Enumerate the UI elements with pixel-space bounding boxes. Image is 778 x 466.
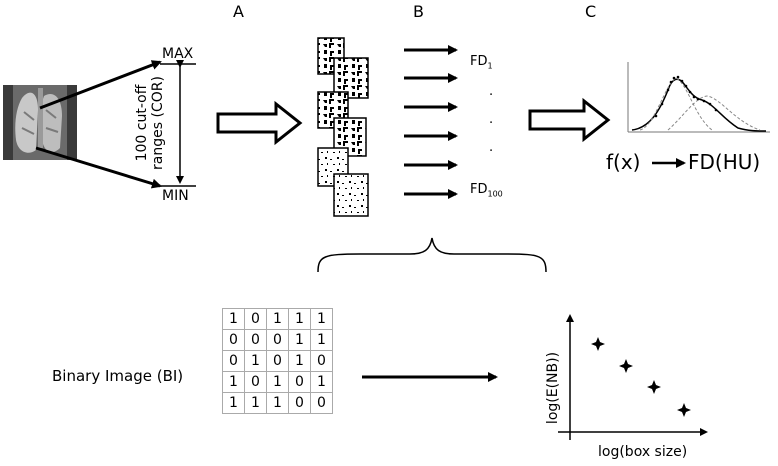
plot-points (591, 337, 691, 417)
matrix-cell: 0 (222, 329, 245, 351)
matrix-cell: 0 (310, 350, 333, 372)
matrix-cell: 0 (266, 329, 289, 351)
panel-label-c: C (585, 2, 597, 21)
panel-label-b: B (413, 2, 424, 21)
fd-last-base: FD (470, 182, 488, 197)
fd-dot-3: · (489, 144, 494, 159)
matrix-cell: 1 (244, 350, 267, 372)
fd-first-sub: 1 (487, 61, 493, 71)
binary-image-label: Binary Image (BI) (52, 367, 184, 385)
min-label: MIN (162, 188, 189, 204)
fd-dot-1: · (489, 88, 494, 103)
matrix-cell: 1 (244, 392, 267, 414)
matrix-cell: 1 (288, 308, 311, 330)
plot-point-star (647, 380, 661, 394)
matrix-cell: 1 (266, 392, 289, 414)
panel-label-a: A (233, 2, 244, 21)
matrix-cell: 0 (244, 329, 267, 351)
matrix-cell: 1 (310, 308, 333, 330)
matrix-cell: 1 (288, 350, 311, 372)
matrix-cell: 0 (288, 371, 311, 393)
plot-x-label: log(box size) (598, 444, 688, 460)
distribution-plot (627, 62, 770, 133)
matrix-cell: 0 (266, 350, 289, 372)
matrix-cell: 1 (266, 371, 289, 393)
binary-image-stack (317, 37, 369, 217)
matrix-cell: 1 (222, 392, 245, 414)
matrix-cell: 1 (266, 308, 289, 330)
matrix-cell: 0 (244, 308, 267, 330)
fd-dot-2: · (489, 116, 494, 131)
log-log-plot (558, 314, 708, 440)
function-right-label: FD(HU) (688, 150, 761, 174)
fd-first-label: FD1 (470, 54, 493, 71)
hollow-arrow-b-to-c (528, 97, 611, 143)
fd-first-base: FD (470, 54, 488, 69)
fd-last-sub: 100 (487, 189, 503, 199)
arrow-to-min (35, 146, 162, 189)
range-label-line2: ranges (COR) (150, 76, 166, 170)
range-label-line1: 100 cut-off (134, 84, 150, 162)
arrow-to-max (39, 60, 162, 110)
matrix-cell: 1 (310, 329, 333, 351)
matrix-cell: 1 (288, 329, 311, 351)
matrix-cell: 0 (222, 350, 245, 372)
function-left-label: f(x) (606, 150, 641, 174)
max-label: MAX (162, 46, 194, 62)
fd-arrows (404, 45, 458, 199)
curly-brace (317, 237, 547, 273)
plot-point-star (591, 337, 605, 351)
plot-point-star (677, 403, 691, 417)
fd-last-label: FD100 (470, 182, 503, 199)
hollow-arrow-a-to-b (216, 100, 303, 146)
plot-point-star (619, 359, 633, 373)
plot-y-label: log(E(NB)) (545, 351, 561, 425)
matrix-cell: 1 (222, 371, 245, 393)
matrix-cell: 1 (310, 371, 333, 393)
matrix-cell: 0 (310, 392, 333, 414)
matrix-cell: 0 (244, 371, 267, 393)
matrix-cell: 1 (222, 308, 245, 330)
matrix-cell: 0 (288, 392, 311, 414)
